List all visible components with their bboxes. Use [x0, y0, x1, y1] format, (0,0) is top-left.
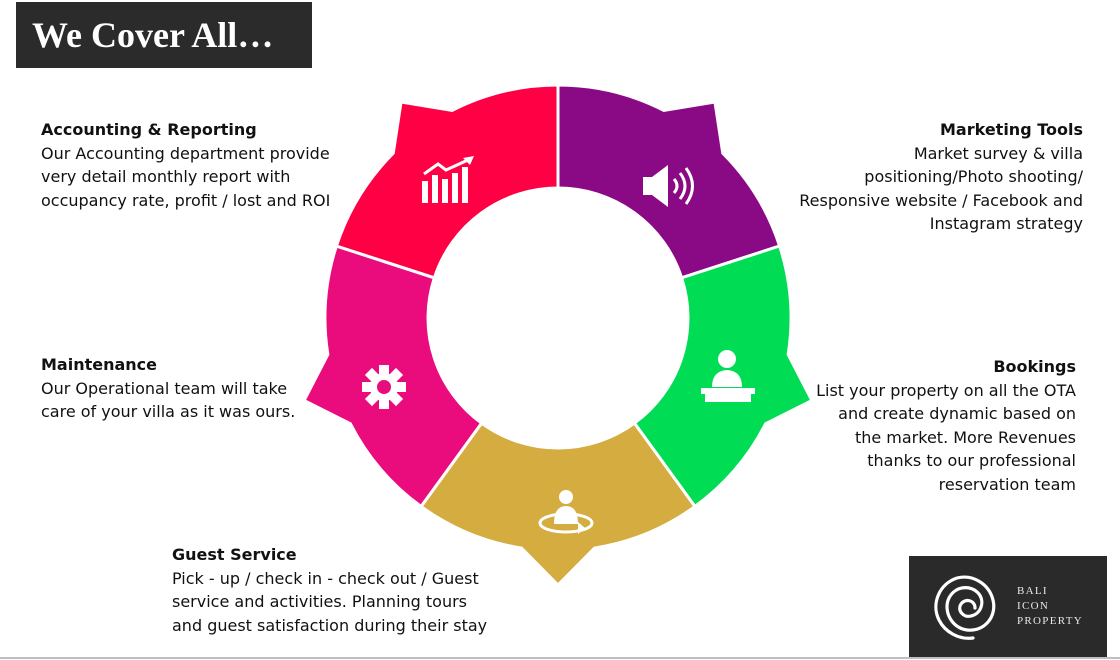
guest-line: and guest satisfaction during their stay [172, 615, 488, 635]
guest-circle-icon [538, 490, 594, 534]
marketing-line: Responsive website / Facebook and [799, 190, 1083, 210]
footer-divider [0, 657, 1120, 659]
maintenance-line: Our Operational team will take [41, 378, 288, 398]
gear-icon [362, 365, 406, 409]
maintenance-heading: Maintenance [41, 355, 158, 374]
spiral-logo-icon [934, 575, 996, 640]
accounting-line: Our Accounting department provide [41, 143, 330, 163]
megaphone-icon [643, 165, 694, 207]
maintenance-line: care of your villa as it was ours. [41, 402, 296, 421]
reception-desk-icon [701, 350, 755, 402]
guest-line: Pick - up / check in - check out / Guest [172, 568, 479, 588]
marketing-line: Instagram strategy [929, 214, 1083, 233]
accounting-block: Accounting & Reporting Our Accounting de… [41, 118, 330, 212]
accounting-heading: Accounting & Reporting [41, 120, 257, 139]
guest-heading: Guest Service [172, 545, 297, 564]
bookings-line: thanks to our professional [867, 451, 1076, 470]
chart-growth-icon [422, 156, 474, 203]
marketing-line: positioning/Photo shooting/ [864, 167, 1083, 186]
marketing-heading: Marketing Tools [940, 120, 1083, 139]
maintenance-block: Maintenance Our Operational team will ta… [41, 353, 295, 424]
bookings-block: Bookings List your property on all the O… [816, 355, 1076, 496]
logo-line: BALI [1017, 585, 1048, 597]
bookings-line: and create dynamic based on [838, 404, 1076, 423]
accounting-line: occupancy rate, profit / lost and ROI [41, 190, 331, 210]
bookings-line: List your property on all the OTA [816, 380, 1076, 400]
marketing-segment [556, 83, 782, 280]
logo-line: ICON [1017, 600, 1050, 612]
logo-line: PROPERTY [1017, 615, 1083, 627]
company-logo: BALI ICON PROPERTY [909, 556, 1107, 658]
bookings-line: reservation team [938, 474, 1076, 494]
accounting-line: very detail monthly report with [41, 167, 291, 186]
page-title: We Cover All… [16, 2, 312, 68]
logo-text: BALI ICON PROPERTY [1017, 584, 1083, 629]
bookings-heading: Bookings [993, 357, 1076, 376]
marketing-block: Marketing Tools Market survey & villa po… [799, 118, 1083, 236]
guest-line: service and activities. Planning tours [172, 592, 468, 611]
guest-block: Guest Service Pick - up / check in - che… [172, 543, 487, 637]
bookings-line: the market. More Revenues [854, 427, 1076, 447]
marketing-line: Market survey & villa [913, 143, 1083, 163]
